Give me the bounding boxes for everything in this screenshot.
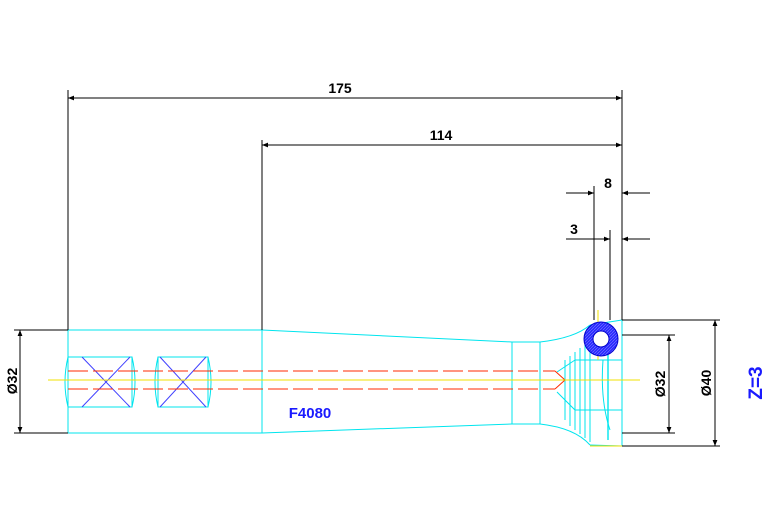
part-outline — [64, 319, 623, 447]
z-label: Z=3 — [746, 366, 767, 399]
right-outer-diameter-dim: Ø40 — [698, 370, 714, 397]
part-label: F4080 — [289, 405, 332, 422]
small-offset-dim: 3 — [570, 221, 578, 237]
dimension-lines — [14, 90, 720, 447]
overall-length-dim: 175 — [328, 80, 352, 96]
hatched-ring — [583, 321, 619, 357]
left-diameter-dim: Ø32 — [4, 368, 20, 395]
right-inner-diameter-dim: Ø32 — [652, 371, 668, 398]
taper-length-dim: 114 — [430, 127, 453, 143]
top-width-dim: 8 — [604, 175, 612, 191]
cross-marks — [81, 356, 207, 408]
